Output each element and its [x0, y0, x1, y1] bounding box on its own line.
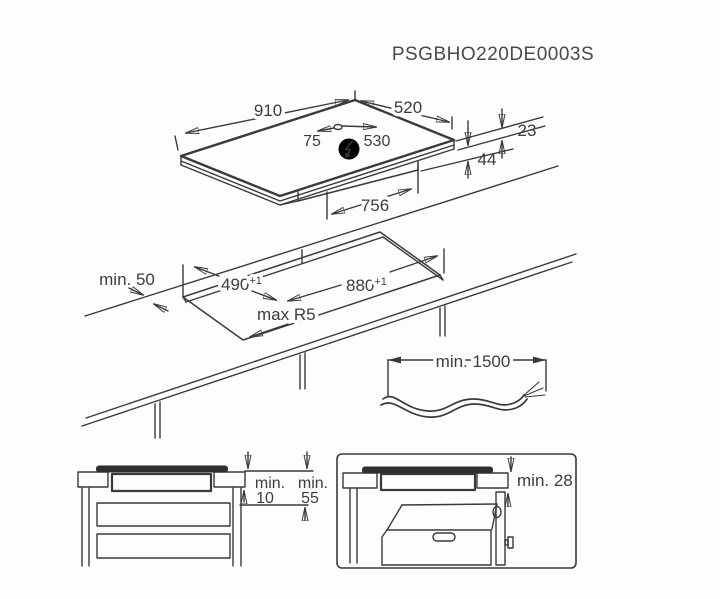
dim-cable-min-1500: min. 1500 — [436, 352, 511, 371]
hob-glass-side-view — [96, 465, 228, 473]
power-connection-icon — [338, 138, 360, 160]
hob-isometric-view — [174, 90, 546, 220]
dim-body-width-756: 756 — [361, 196, 389, 215]
hob-glass-side-view-2 — [362, 466, 493, 474]
power-cable-view — [380, 356, 547, 418]
dim-min-55-word: min. — [298, 475, 328, 492]
dim-min-55-value: 55 — [301, 490, 319, 507]
dim-cable-offset-75: 75 — [303, 133, 321, 150]
oven-handle — [432, 532, 456, 542]
dim-cable-offset-530: 530 — [364, 133, 391, 150]
dim-width-910: 910 — [254, 101, 282, 120]
dim-body-height-44: 44 — [478, 150, 497, 169]
drawer-clearance-view — [77, 451, 314, 567]
dim-corner-max-r5: max R5 — [257, 305, 316, 324]
dimension-labels: 910 520 75 530 23 44 756 min. 50 490+1 880+1 max R… — [99, 95, 573, 508]
oven-outline — [381, 491, 514, 566]
dim-wall-min-50: min. 50 — [99, 270, 155, 289]
model-number: PSGBHO220DE0003S — [391, 44, 595, 65]
dim-cutout-490: 490+1 — [221, 275, 262, 294]
dim-min-10-value: 10 — [256, 490, 274, 507]
dim-depth-520: 520 — [394, 98, 422, 117]
drawer-bottom — [96, 533, 231, 559]
dim-min-10-word: min. — [255, 475, 285, 492]
dim-cutout-880: 880+1 — [346, 276, 387, 295]
oven-clearance-view — [336, 453, 577, 569]
dim-oven-min-28: min. 28 — [517, 471, 573, 490]
worktop-cutout-view — [81, 165, 577, 439]
dim-glass-height-23: 23 — [518, 121, 537, 140]
drawer-top — [96, 502, 231, 527]
